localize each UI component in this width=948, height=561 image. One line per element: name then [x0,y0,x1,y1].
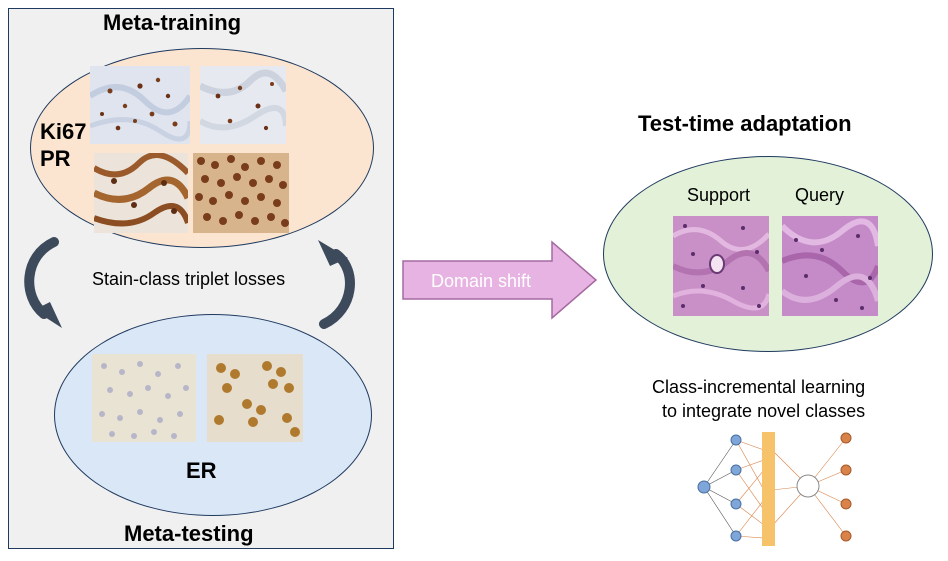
support-he-tile [673,216,769,316]
query-he-tile [782,216,878,316]
er-tile-2 [207,354,303,442]
ki67-tile-2 [200,66,286,144]
curved-arrow-down-left [24,237,62,328]
domain-shift-label: Domain shift [431,271,532,291]
er-label: ER [186,458,217,483]
domain-shift-arrow [402,240,598,320]
meta-training-title: Meta-training [103,10,242,35]
class-incremental-label: Class-incremental learning to integrate … [652,375,865,423]
pr-tile-1 [94,153,188,233]
query-label: Query [795,185,845,205]
ki67-label: Ki67 [40,119,87,144]
pr-label: PR [40,146,71,171]
test-time-ellipse [603,156,933,352]
meta-testing-title: Meta-testing [124,521,254,546]
triplet-loss-label: Stain-class triplet losses [92,269,286,289]
support-label: Support [687,185,751,205]
network-diagram [697,432,852,546]
class-incremental-line2: to integrate novel classes [662,401,866,421]
training-stains-label: Ki67 PR [40,118,86,172]
pr-tile-2 [193,153,289,233]
class-incremental-line1: Class-incremental learning [652,377,866,397]
er-tile-1 [92,354,196,442]
test-time-title: Test-time adaptation [638,111,852,136]
ki67-tile-1 [90,66,190,144]
curved-arrow-up-right [318,240,355,329]
